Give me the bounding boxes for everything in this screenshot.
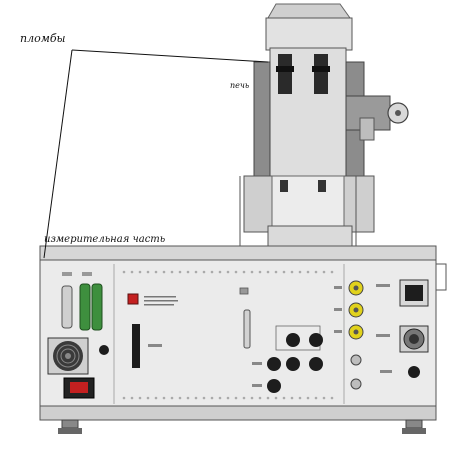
right-side-bracket [436,263,447,291]
left-label-plate-1 [62,272,72,276]
oven-clamp-left-bar [276,66,294,72]
vent-row-bottom [122,396,334,400]
foot-left-pad [58,428,82,434]
label-measuring-part: измерительная часть [44,234,165,245]
power-switch [70,382,88,393]
middle-label-text [144,296,178,306]
vent-row-top [122,270,334,274]
foot-right-pad [402,428,426,434]
label-oven: печь [230,81,249,90]
left-label-plate-2 [82,272,92,276]
yellow-connector-column [334,280,364,390]
seal-callout-lines [43,49,269,259]
oven-valve-hub [395,110,401,116]
knob-label-1 [252,362,262,365]
status-led [127,293,139,305]
base-cabinet [39,245,437,421]
oven-top-cap [267,3,351,19]
main-power-socket [405,285,423,301]
cabinet-feet [58,419,426,434]
right-panel [376,263,447,378]
oven-side-arm-collar [359,117,375,141]
inlet-label [376,284,390,287]
knob-group-2 [309,333,323,347]
right-knob-label [380,370,392,373]
db-connector-green-1 [79,283,91,331]
cooling-fan-ring-2 [60,348,76,364]
gray-port-1 [350,354,362,366]
round-connector-label [376,334,390,337]
small-port [239,287,249,295]
oven-clamp-right-bar [312,66,330,72]
db-connector-green-2 [91,283,103,331]
oven-column [239,3,409,263]
yellow-label-3 [334,330,342,333]
main-power-inlet [399,279,429,307]
db-connector-gray [61,285,73,329]
yellow-label-2 [334,308,342,311]
callout-line-to-oven [71,49,269,63]
yellow-label-1 [334,286,342,289]
round-connector-core [409,334,419,344]
vertical-db-connector [243,309,251,349]
slot-label-plate [148,344,162,347]
left-panel [47,272,109,399]
slot-display [132,324,140,368]
left-round-connector [99,345,109,355]
oven-latch-left [280,180,288,192]
callout-line-to-cabinet [43,49,73,259]
oven-top-block [265,17,353,51]
knob-group-3 [286,357,300,371]
foot-left [61,419,79,429]
knob-lower-left-2 [267,379,281,393]
right-round-knob [408,366,420,378]
knob-lower-left-1 [267,357,281,371]
cooling-fan-hub [65,353,71,359]
cabinet-body [39,259,437,417]
label-seals: пломбы [20,32,66,45]
knob-label-2 [252,384,262,387]
gray-port-2 [350,378,362,390]
knob-group-1 [286,333,300,347]
knob-group-4 [309,357,323,371]
cabinet-bottom-strip [39,405,437,421]
middle-panel [127,287,323,393]
oven-clamp-left [278,54,292,94]
cooling-fan-ring-1 [56,344,80,368]
foot-right [405,419,423,429]
oven-latch-right [318,180,326,192]
oven-clamp-right [314,54,328,94]
